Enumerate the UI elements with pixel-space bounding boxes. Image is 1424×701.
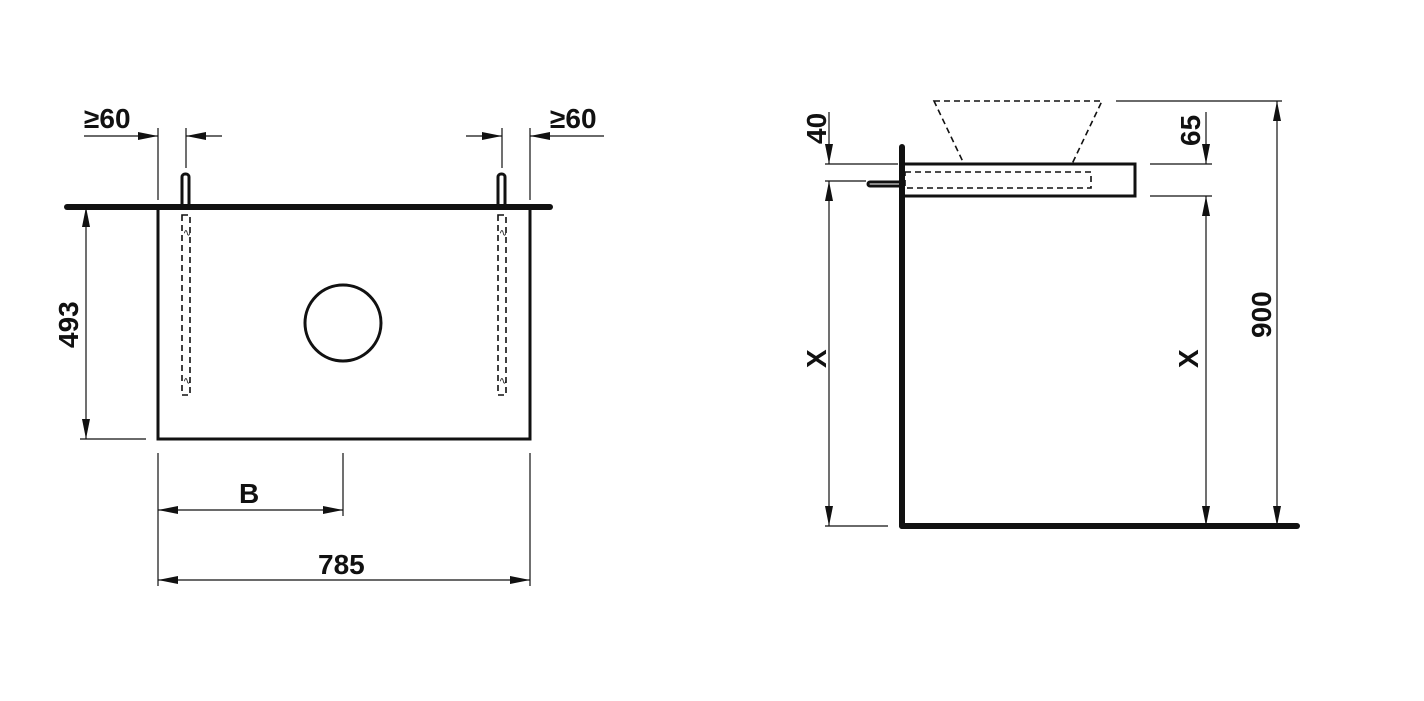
width-dimension: 785 [158, 453, 531, 586]
svg-text:∿: ∿ [499, 376, 507, 387]
side-view: 40 X 65 X 900 [801, 100, 1300, 529]
clearance-left-dimension: ≥60 [84, 103, 222, 200]
wall-rod [866, 180, 904, 188]
drain-hole [303, 283, 383, 363]
clearance-right-label: ≥60 [550, 103, 597, 134]
cabinet-outline [156, 207, 532, 441]
rail-height-dimension: 65 [1150, 112, 1212, 526]
width-label: 785 [318, 549, 365, 580]
height-left-dimension: X [801, 349, 888, 527]
left-bracket: ∿ ∿ [180, 172, 191, 396]
height-left-label: X [801, 349, 832, 368]
top-thickness-dimension: 40 [801, 112, 898, 526]
total-height-dimension: 900 [1116, 100, 1282, 526]
offset-dimension: B [157, 453, 344, 586]
clearance-right-dimension: ≥60 [466, 103, 604, 200]
svg-text:∿: ∿ [499, 228, 507, 239]
rail-height-label: 65 [1175, 115, 1206, 146]
front-view: ∿ ∿ ∿ ∿ ≥60 ≥60 [53, 103, 604, 586]
top-thickness-label: 40 [801, 113, 832, 144]
offset-label: B [239, 478, 259, 509]
vessel-bowl [932, 100, 1104, 165]
countertop [900, 162, 1137, 198]
depth-label: 493 [53, 301, 84, 348]
clearance-left-label: ≥60 [84, 103, 131, 134]
total-height-label: 900 [1246, 291, 1277, 338]
depth-dimension: 493 [53, 207, 146, 440]
svg-text:∿: ∿ [183, 228, 191, 239]
hidden-bracket [904, 171, 1092, 189]
svg-text:∿: ∿ [183, 376, 191, 387]
height-right-label: X [1173, 349, 1204, 368]
right-bracket: ∿ ∿ [496, 172, 507, 396]
